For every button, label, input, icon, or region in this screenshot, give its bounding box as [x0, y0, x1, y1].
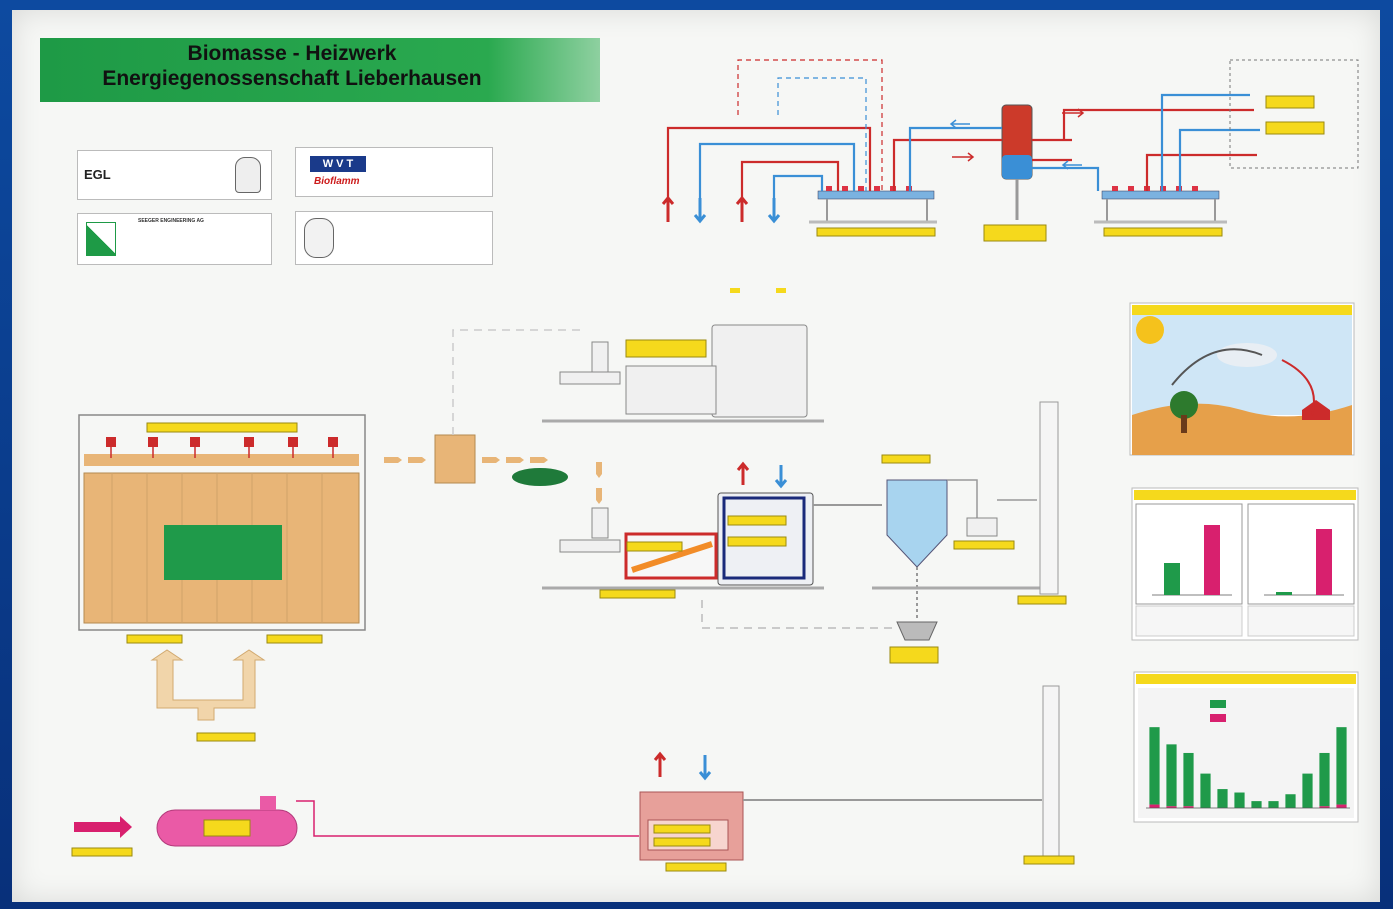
- emissions-chart-left: [1152, 525, 1232, 596]
- chart-bar-wood: [1149, 727, 1160, 805]
- flow-arrows: [661, 108, 1085, 224]
- title-line-1: Biomasse - Heizwerk: [187, 42, 397, 65]
- logo-egl: EGL: [77, 150, 272, 200]
- wvt-logo-text: W V T: [310, 156, 366, 172]
- peak-boiler: [639, 751, 1042, 872]
- monthly-demand-chart: [1146, 727, 1350, 809]
- chart-bar: [1204, 525, 1220, 595]
- chart-bar-wood: [1183, 752, 1194, 807]
- chart-bar-oil: [1166, 806, 1177, 808]
- chart-bar-oil: [1319, 806, 1330, 808]
- title-banner: [40, 38, 600, 102]
- chart-bar: [1316, 529, 1332, 595]
- consumer-label-1: [1265, 95, 1315, 109]
- chart-bar-wood: [1285, 794, 1296, 808]
- chart-bar-wood: [1302, 773, 1313, 808]
- logo-wvt: W V T Bioflamm: [295, 147, 493, 197]
- legend-wood-swatch: [1210, 700, 1226, 708]
- process-diagram: [71, 59, 1359, 872]
- secondary-manifold: [1101, 190, 1220, 200]
- consumer-label-2: [1265, 121, 1325, 135]
- chart-bar-oil: [1149, 804, 1160, 808]
- installer-mascot-icon: [304, 218, 334, 258]
- emissions-panel: [1131, 487, 1359, 641]
- seeger-logo-text: SEEGER ENGINEERING AG: [138, 218, 204, 224]
- co2-cycle-panel: [1129, 302, 1355, 456]
- chart-bar-oil: [1183, 806, 1194, 808]
- secondary-manifold-label: [1103, 227, 1223, 237]
- logo-installer: [295, 211, 493, 265]
- egl-logo-text: EGL: [84, 167, 111, 182]
- chart-bar-wood: [1217, 789, 1228, 808]
- dashed-lines: [737, 59, 883, 191]
- fuel-storage: [78, 414, 366, 742]
- chart-bar-wood: [1268, 801, 1279, 808]
- chart-bar-wood: [1234, 792, 1245, 808]
- conveyor-arrows: [384, 457, 602, 504]
- bioflamm-logo-text: Bioflamm: [314, 176, 360, 187]
- chart-bar-oil: [1336, 804, 1347, 808]
- peak-chimney: [1042, 685, 1060, 857]
- village-boundary: [1229, 59, 1359, 169]
- return-pipes: [698, 93, 1260, 198]
- heating-network: [661, 59, 1359, 242]
- legend-oil-swatch: [1210, 714, 1226, 722]
- flow-rate-badge: [512, 468, 568, 486]
- chart-bar-wood: [1251, 801, 1262, 808]
- chart-bar-wood: [1166, 744, 1177, 807]
- chart-bar-wood: [1319, 752, 1330, 807]
- title-line-2: Energiegenossenschaft Lieberhausen: [102, 67, 482, 90]
- main-chimney: [1039, 401, 1059, 595]
- chart-bar-wood: [1336, 727, 1347, 805]
- storage-center-label: [164, 525, 282, 580]
- chart-bar: [1276, 592, 1292, 595]
- poster-board: Biomasse - Heizwerk Energiegenossenschaf…: [12, 10, 1380, 902]
- logo-seeger: SEEGER ENGINEERING AG: [77, 213, 272, 265]
- chart-bar-wood: [1200, 773, 1211, 808]
- oil-supply: [71, 796, 639, 857]
- seeger-logo-icon: [86, 222, 116, 256]
- primary-manifold: [817, 190, 935, 200]
- option-boiler: [542, 324, 824, 423]
- emissions-chart-right: [1264, 529, 1344, 596]
- supply-pipes: [666, 108, 1257, 198]
- main-boiler: [542, 461, 824, 599]
- egl-mascot-icon: [235, 157, 261, 193]
- daily-silo: [434, 434, 476, 484]
- heat-storage-label: [983, 224, 1047, 242]
- chart-bar: [1164, 563, 1180, 595]
- primary-manifold-label: [816, 227, 936, 237]
- dust-filter: [813, 454, 1052, 664]
